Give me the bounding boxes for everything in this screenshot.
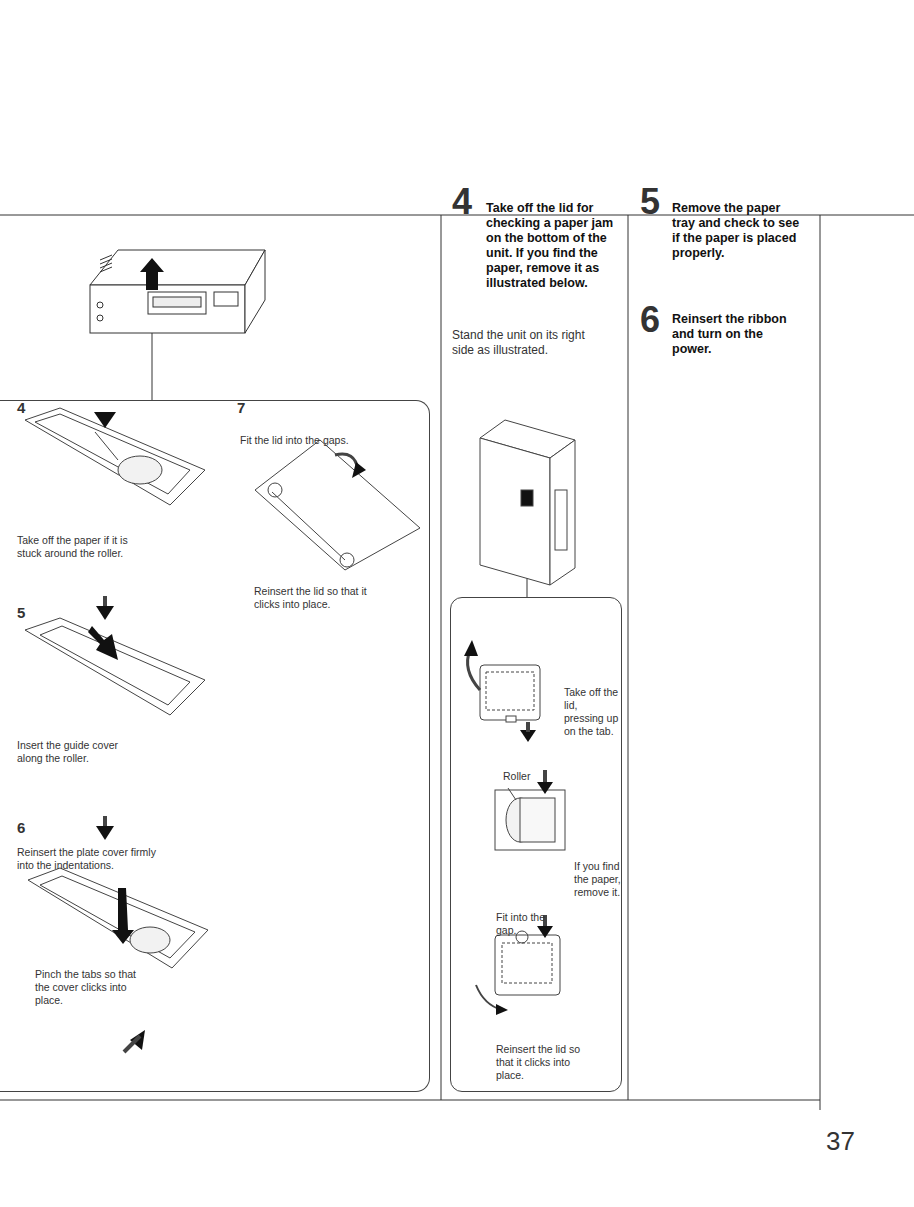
caption-text: Take off the paper if it is stuck around… [17,534,147,560]
caption-text: Pinch the tabs so that the cover clicks … [35,968,145,1007]
step-number: 6 [17,821,25,834]
step-number: 5 [17,606,25,619]
caption-text: Roller [503,770,530,783]
caption-text: If you find the paper, remove it. [574,860,626,899]
step-number: 6 [640,300,660,340]
printer-drawing [90,250,265,333]
caption-text: Fit the lid into the gaps. [240,434,410,447]
caption-text: Fit into the gap. [496,911,546,937]
step-heading: Reinsert the ribbon and turn on the powe… [672,312,800,357]
caption-text: Reinsert the lid so that it clicks into … [496,1043,586,1082]
step-heading: Take off the lid for checking a paper ja… [486,201,622,291]
caption-text: Insert the guide cover along the roller. [17,739,137,765]
unit-drawings [464,420,575,1015]
step-heading: Remove the paper tray and check to see i… [672,201,800,261]
page-number: 37 [826,1126,855,1156]
caption-text: Take off the lid, pressing up on the tab… [564,686,620,738]
step-panel: 4 7Fit the lid into the gaps. Take off the… [0,400,430,1092]
step-panel: Take off the lid, pressing up on the tab… [450,597,622,1092]
step-number: 4 [452,182,472,222]
body-text: Stand the unit on its right side as illu… [452,328,602,358]
step-number: 4 [17,401,25,414]
caption-text: Reinsert the plate cover firmly into the… [17,846,157,872]
caption-text: Reinsert the lid so that it clicks into … [254,585,374,611]
page-rules [0,215,914,1110]
step-number: 7 [237,401,245,414]
step-number: 5 [640,182,660,222]
tray-drawings [25,408,420,1052]
